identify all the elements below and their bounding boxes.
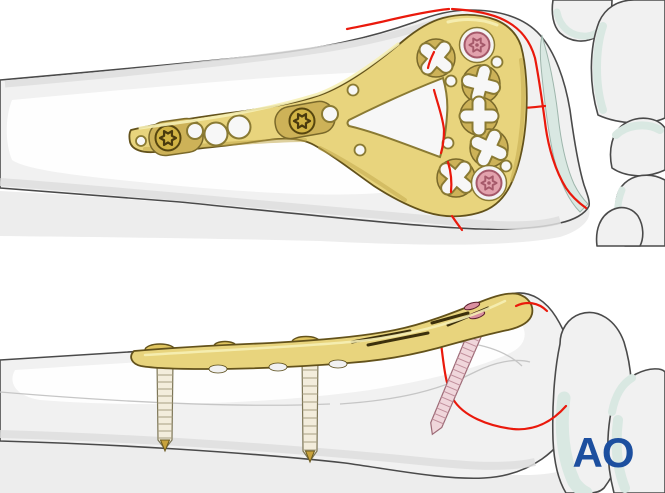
carpal-bones-dorsal xyxy=(551,0,665,247)
shaft-screw xyxy=(274,100,339,140)
plate-shading xyxy=(510,58,526,182)
fracture-line xyxy=(432,88,446,155)
plate-undercut xyxy=(208,364,228,374)
fracture-line xyxy=(450,214,464,232)
kwire-hole xyxy=(135,135,147,147)
soft-tissue-shadow xyxy=(0,441,600,493)
fracture-line xyxy=(450,7,588,210)
plate-highlight xyxy=(143,299,507,357)
radius-articular-cartilage xyxy=(539,34,589,213)
carpal-bone xyxy=(595,206,644,247)
plate-highlight xyxy=(446,18,499,27)
cortex-screw-lateral xyxy=(156,359,174,453)
screw-center-dot xyxy=(487,181,491,185)
plate-hole-slot xyxy=(366,331,430,347)
kwire-hole xyxy=(353,143,367,157)
bone-top-shading xyxy=(4,14,452,88)
combi-hole xyxy=(186,122,204,140)
cartilage xyxy=(611,415,630,493)
locking-screw-head-profile xyxy=(463,301,481,311)
distal-radius-plate-dorsal xyxy=(128,13,528,218)
combi-hole xyxy=(321,105,339,123)
combi-hole xyxy=(226,114,252,140)
cartilage xyxy=(608,374,636,416)
screw-tip xyxy=(304,450,316,464)
triangle-cutout xyxy=(346,76,449,159)
pink-locking-screw-head xyxy=(458,26,496,64)
plate-undercut xyxy=(328,359,348,369)
cartilage xyxy=(593,22,607,114)
screw-center-dot xyxy=(475,43,479,47)
bone-interior-line xyxy=(0,391,331,406)
cartilage xyxy=(555,391,593,493)
fracture-line xyxy=(345,7,451,31)
bone-bottom-shading xyxy=(0,178,562,230)
fracture-line-through-holes xyxy=(426,50,464,232)
plate-highlight xyxy=(138,42,400,130)
plate-shading xyxy=(318,146,407,202)
fracture-line xyxy=(446,160,453,194)
panel-top-dorsal-view xyxy=(0,0,665,247)
cortex-screw-lateral xyxy=(301,353,319,464)
fracture-line xyxy=(426,50,436,70)
ao-logo: AO xyxy=(573,429,634,476)
kwire-hole xyxy=(346,83,360,97)
screw-shaft xyxy=(156,359,174,450)
kwire-hole xyxy=(490,55,504,69)
fracture-line xyxy=(439,341,568,431)
carpal-bones-lateral xyxy=(551,311,665,493)
locking-screw-head-profile xyxy=(468,310,486,320)
pink-locking-screw-head xyxy=(470,164,508,202)
fracture-line xyxy=(514,301,549,313)
cartilage xyxy=(612,121,664,139)
cortex-screw-head xyxy=(288,107,316,135)
plate-undercut xyxy=(268,362,288,372)
bone-bottom-shading xyxy=(0,430,536,470)
distal-radius-plate-lateral xyxy=(130,292,534,374)
kwire-hole xyxy=(499,159,513,173)
kwire-hole xyxy=(444,74,458,88)
bone-interior-line xyxy=(339,359,531,405)
plate-hole-slot xyxy=(430,311,470,325)
soft-tissue-shadow xyxy=(0,191,590,245)
combi-hole xyxy=(203,121,229,147)
shaft-screw xyxy=(148,117,204,157)
panel-bottom-lateral-view: AO xyxy=(0,292,665,493)
screw-tip xyxy=(159,439,171,453)
